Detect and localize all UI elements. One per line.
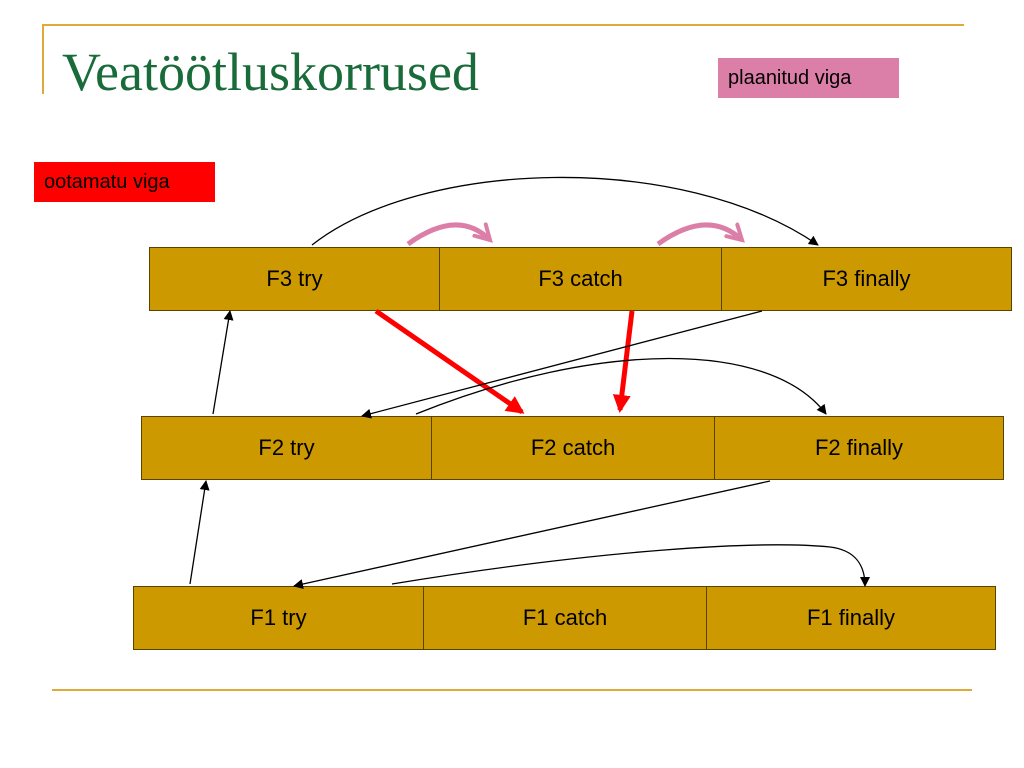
- block-f1-catch: F1 catch: [423, 586, 707, 650]
- block-f2-finally: F2 finally: [714, 416, 1004, 480]
- top-rule: [42, 24, 964, 26]
- arrow-planned-f3catch-to-f3finally: [656, 222, 742, 247]
- arrow-unexpected-f3catch-to-f2catch: [612, 310, 635, 413]
- block-f3-try: F3 try: [149, 247, 440, 311]
- arrow-f1try-to-f2try: [189, 480, 210, 585]
- arrow-f1try-to-f1finally: [391, 544, 870, 587]
- arrow-f3finally-to-f2try: [361, 310, 763, 419]
- legend-planned-error: plaanitud viga: [718, 58, 899, 98]
- arrow-unexpected-f3try-to-f2catch: [374, 308, 525, 415]
- block-f2-try: F2 try: [141, 416, 432, 480]
- legend-unexpected-error: ootamatu viga: [34, 162, 215, 202]
- block-f3-finally: F3 finally: [721, 247, 1012, 311]
- slide-title: Veatöötluskorrused: [62, 42, 479, 102]
- block-f1-try: F1 try: [133, 586, 424, 650]
- arrow-f2catch-to-f2finally: [415, 357, 827, 415]
- block-f1-finally: F1 finally: [706, 586, 996, 650]
- arrow-f3try-to-f3finally: [311, 176, 819, 246]
- block-f3-catch: F3 catch: [439, 247, 722, 311]
- arrow-f2finally-to-f1try: [293, 480, 771, 589]
- block-f2-catch: F2 catch: [431, 416, 715, 480]
- arrow-planned-f3try-to-f3catch: [406, 225, 490, 247]
- arrow-f2try-to-f3try: [212, 310, 234, 415]
- left-rule: [42, 24, 44, 94]
- bottom-rule: [52, 689, 972, 691]
